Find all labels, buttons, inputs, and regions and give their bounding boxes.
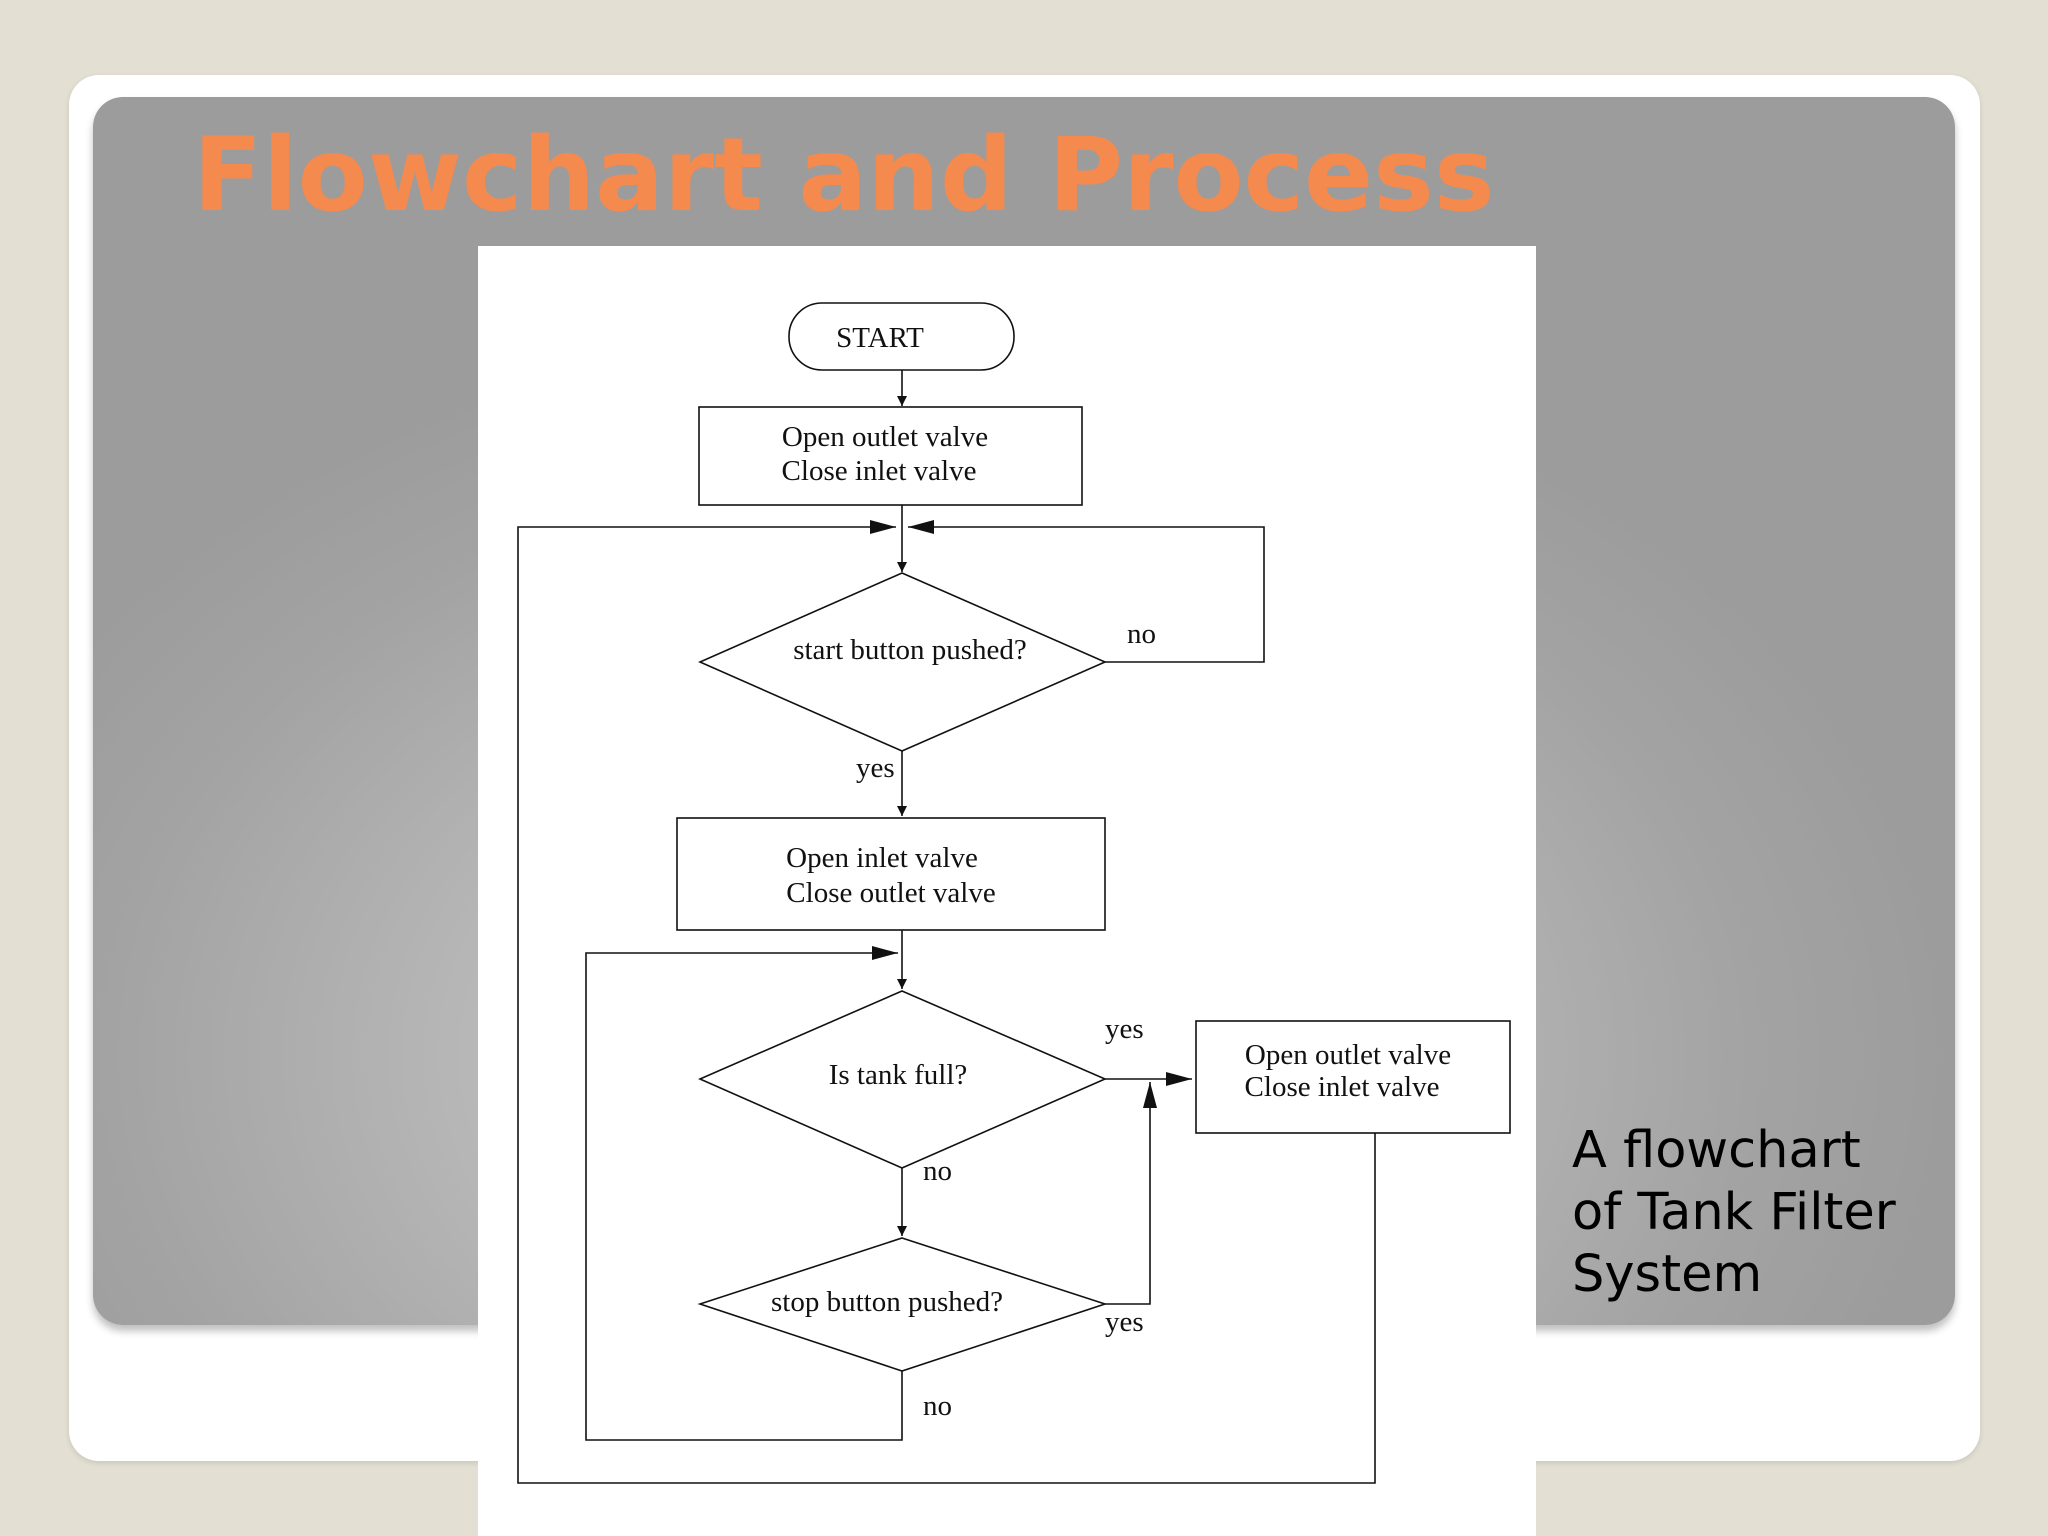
label-yes-full: yes — [1105, 1013, 1144, 1045]
process-box-2 — [676, 817, 1106, 931]
start-label: START — [836, 322, 924, 354]
decision-stop-label: stop button pushed? — [771, 1286, 1003, 1318]
flowchart-figure: START Open outlet valve Close inlet valv… — [478, 246, 1536, 1536]
flowchart-diagram: START Open outlet valve Close inlet valv… — [517, 302, 1511, 1484]
label-yes-start: yes — [856, 752, 895, 784]
decision-full-label: Is tank full? — [829, 1059, 968, 1091]
step1-line2: Close inlet valve — [782, 455, 977, 487]
process-box-1 — [698, 406, 1083, 506]
step3-line2: Close inlet valve — [1245, 1071, 1440, 1103]
label-no-start: no — [1127, 618, 1156, 650]
caption-line-3: System — [1572, 1245, 1763, 1304]
loop-no-start — [908, 520, 1265, 663]
decision-start-label: start button pushed? — [793, 634, 1027, 666]
process-box-3 — [1195, 1020, 1511, 1134]
label-no-full: no — [923, 1155, 952, 1187]
loop-step3-back — [517, 520, 1376, 1484]
step2-line2: Close outlet valve — [786, 877, 995, 909]
step2-line1: Open inlet valve — [786, 842, 978, 874]
arrow-stop-yes — [1105, 1082, 1157, 1305]
caption-line-2: of Tank Filter — [1572, 1183, 1896, 1242]
slide-caption: A flowchart of Tank Filter System — [1572, 1120, 1972, 1306]
slide-title: Flowchart and Process — [193, 116, 1495, 235]
label-yes-stop: yes — [1105, 1306, 1144, 1338]
step3-line1: Open outlet valve — [1245, 1039, 1451, 1071]
label-no-stop: no — [923, 1390, 952, 1422]
loop-no-stop — [585, 946, 903, 1441]
step1-line1: Open outlet valve — [782, 421, 988, 453]
caption-line-1: A flowchart — [1572, 1121, 1861, 1180]
